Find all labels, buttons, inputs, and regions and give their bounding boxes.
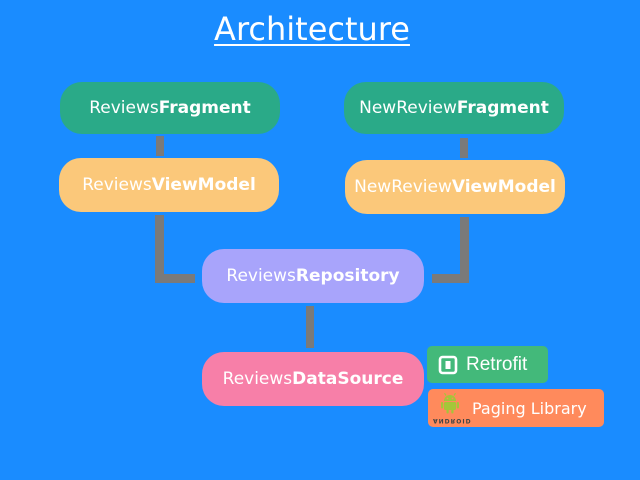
reviews-datasource-prefix: Reviews (222, 369, 293, 389)
connector-fragment-viewmodel-right (460, 138, 468, 158)
connector-viewmodel-repo-right-horizontal (432, 274, 469, 283)
diagram-title: Architecture (214, 10, 410, 48)
new-review-viewmodel-suffix: ViewModel (451, 177, 556, 197)
connector-viewmodel-repo-left-horizontal (155, 274, 195, 283)
reviews-repository-prefix: Reviews (226, 266, 296, 286)
android-robot-icon (441, 392, 459, 414)
connector-repo-datasource (306, 306, 314, 348)
new-review-fragment-prefix: NewReview (359, 98, 457, 118)
retrofit-badge: Retrofit (427, 346, 548, 383)
retrofit-square-icon (438, 355, 458, 374)
reviews-viewmodel-suffix: ViewModel (151, 175, 256, 195)
reviews-fragment-suffix: Fragment (158, 98, 251, 118)
reviews-repository-suffix: Repository (295, 266, 400, 286)
new-review-fragment-suffix: Fragment (456, 98, 549, 118)
reviews-fragment-prefix: Reviews (89, 98, 159, 118)
reviews-datasource-suffix: DataSource (292, 369, 404, 389)
reviews-viewmodel-prefix: Reviews (82, 175, 152, 195)
retrofit-label: Retrofit (466, 353, 528, 375)
connector-viewmodel-repo-left-vertical (155, 215, 164, 283)
new-review-viewmodel-prefix: NewReview (354, 177, 452, 197)
paging-library-label: Paging Library (472, 398, 587, 418)
connector-viewmodel-repo-right-vertical (460, 217, 469, 283)
connector-fragment-viewmodel-left (156, 136, 164, 156)
android-wordmark: ANDROID (433, 417, 472, 424)
paging-library-badge: ANDROID Paging Library (428, 389, 604, 427)
android-logo: ANDROID (430, 389, 472, 427)
